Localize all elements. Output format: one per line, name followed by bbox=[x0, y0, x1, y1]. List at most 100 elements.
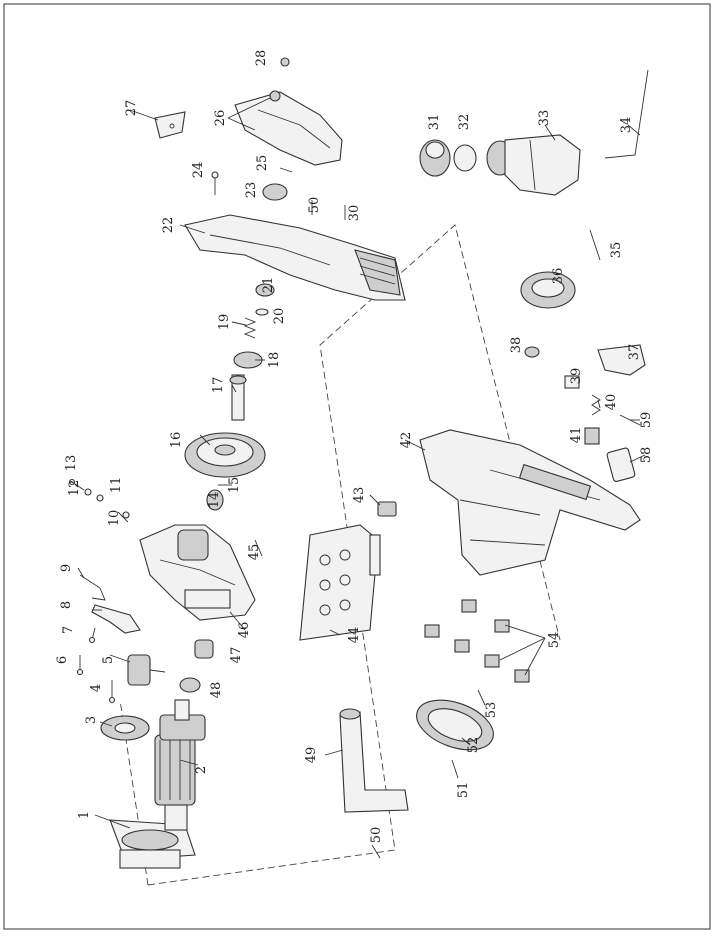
part-number-label: 31 bbox=[427, 114, 442, 131]
part-number-label: 3 bbox=[84, 716, 99, 724]
part-number-label: 39 bbox=[569, 368, 584, 385]
part-46-gear-housing bbox=[139, 524, 256, 621]
part-number-label: 9 bbox=[59, 564, 74, 572]
part-19-spring bbox=[243, 317, 257, 339]
part-number-label: 14 bbox=[207, 492, 222, 509]
part-10-pin bbox=[117, 511, 130, 523]
part-number-label: 23 bbox=[244, 182, 259, 199]
part-number-label: 32 bbox=[457, 114, 472, 131]
part-35-screw bbox=[589, 229, 601, 261]
part-20-washer bbox=[255, 308, 269, 316]
part-28-screw bbox=[280, 57, 290, 67]
part-22-housing bbox=[184, 214, 406, 301]
part-number-label: 41 bbox=[569, 427, 584, 444]
part-26-cover bbox=[234, 90, 343, 166]
leader-lines bbox=[77, 97, 646, 829]
part-25-pin bbox=[279, 167, 293, 173]
part-32-seal bbox=[453, 144, 477, 172]
part-47-bushing bbox=[194, 639, 214, 659]
part-number-label: 34 bbox=[619, 117, 634, 134]
part-31-cap bbox=[419, 139, 451, 177]
part-number-label: 7 bbox=[61, 626, 76, 634]
part-number-label: 13 bbox=[64, 455, 79, 472]
part-number-label: 51 bbox=[456, 782, 471, 799]
part-number-label: 54 bbox=[547, 632, 562, 649]
part-number-label: 19 bbox=[217, 314, 232, 331]
part-number-label: 33 bbox=[537, 110, 552, 127]
part-44-cord-plate bbox=[299, 524, 381, 641]
part-23-nut bbox=[262, 183, 288, 201]
part-number-label: 46 bbox=[237, 622, 252, 639]
part-4-screw bbox=[108, 680, 116, 704]
part-13-screw bbox=[68, 478, 85, 491]
part-number-label: 8 bbox=[59, 601, 74, 609]
part-40-spring bbox=[591, 394, 601, 416]
part-12-washer bbox=[84, 488, 92, 496]
part-number-label: 12 bbox=[67, 480, 82, 497]
part-6-screw bbox=[76, 655, 84, 676]
part-number-label: 50 bbox=[307, 197, 322, 214]
part-number-label: 30 bbox=[347, 205, 362, 222]
part-number-label: 4 bbox=[89, 684, 104, 692]
part-11-washer bbox=[96, 494, 104, 502]
part-number-label: 53 bbox=[484, 702, 499, 719]
part-number-label: 44 bbox=[347, 627, 362, 644]
part-number-label: 25 bbox=[255, 155, 270, 172]
part-number-label: 24 bbox=[191, 162, 206, 179]
part-52-guard bbox=[416, 699, 494, 751]
part-number-label: 45 bbox=[247, 544, 262, 561]
part-8-lever bbox=[91, 604, 141, 634]
part-5-brush-holder bbox=[127, 654, 166, 686]
part-number-label: 11 bbox=[109, 477, 124, 494]
part-number-label: 37 bbox=[627, 344, 642, 361]
part-number-label: 52 bbox=[466, 737, 481, 754]
part-42-motor-housing bbox=[419, 429, 641, 576]
part-number-label: 48 bbox=[209, 682, 224, 699]
part-number-label: 1 bbox=[77, 811, 92, 819]
part-number-label: 26 bbox=[213, 110, 228, 127]
part-48-bearing bbox=[179, 677, 201, 693]
part-51-screw bbox=[451, 759, 459, 779]
page-border bbox=[3, 3, 711, 930]
part-number-label: 40 bbox=[604, 394, 619, 411]
part-21-bearing bbox=[255, 283, 275, 297]
part-43-bracket bbox=[377, 501, 397, 517]
part-number-label: 2 bbox=[194, 766, 209, 774]
part-36-sleeve bbox=[520, 271, 576, 309]
part-number-label: 16 bbox=[169, 432, 184, 449]
part-number-label: 5 bbox=[101, 656, 116, 664]
part-number-label: 58 bbox=[639, 447, 654, 464]
part-number-label: 20 bbox=[272, 308, 287, 325]
part-number-label: 27 bbox=[124, 100, 139, 117]
part-number-label: 38 bbox=[509, 337, 524, 354]
part-37-trigger bbox=[597, 344, 646, 376]
part-39-block bbox=[564, 375, 580, 389]
part-58-plug bbox=[606, 447, 636, 482]
part-number-label: 36 bbox=[551, 268, 566, 285]
part-14-bearing bbox=[206, 489, 224, 511]
part-24-screw bbox=[211, 171, 219, 195]
part-number-label: 59 bbox=[639, 412, 654, 429]
part-38-washer bbox=[524, 346, 540, 358]
part-16-gear bbox=[184, 432, 266, 478]
part-3-fan bbox=[100, 715, 150, 741]
part-number-label: 15 bbox=[227, 477, 242, 494]
assembly-axis-line bbox=[147, 224, 561, 886]
part-17-shaft bbox=[229, 374, 247, 421]
part-number-label: 22 bbox=[161, 217, 176, 234]
part-7-screw bbox=[88, 627, 96, 644]
part-27-label bbox=[154, 111, 186, 139]
part-34-hex-key bbox=[604, 69, 649, 159]
part-50-screw-b bbox=[371, 844, 381, 859]
part-2-armature bbox=[154, 699, 206, 831]
part-9-spring bbox=[79, 574, 106, 601]
part-number-label: 6 bbox=[55, 656, 70, 664]
part-number-label: 28 bbox=[254, 50, 269, 67]
part-54-brushes bbox=[424, 599, 546, 683]
part-33-tank bbox=[486, 134, 581, 196]
part-number-label: 50 bbox=[369, 827, 384, 844]
part-49-handle bbox=[339, 708, 409, 813]
